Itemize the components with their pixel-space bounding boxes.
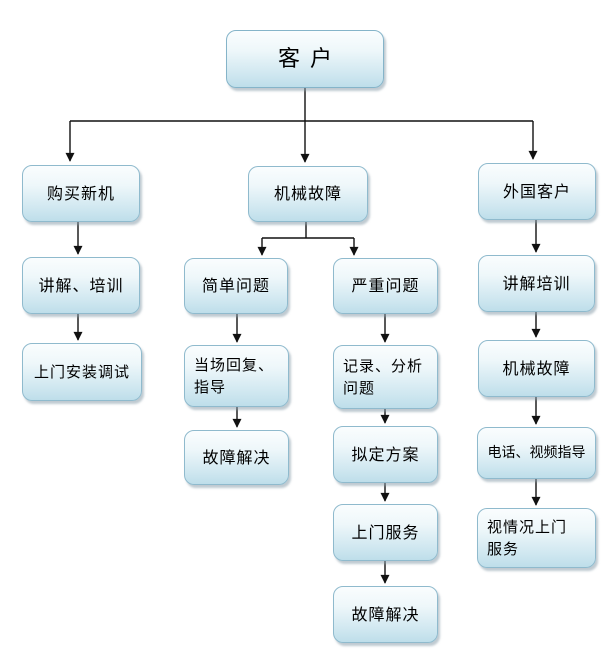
flow-node-onspot-reply-guidance: 当场回复、指导 (184, 345, 289, 407)
flow-node-serious-problem: 严重问题 (333, 258, 438, 314)
flow-node-mechanical-failure-2: 机械故障 (478, 340, 595, 397)
flow-node-onsite-as-needed: 视情况上门服务 (477, 508, 596, 568)
flow-node-phone-video-guidance: 电话、视频指导 (477, 427, 596, 479)
flow-node-fault-resolved-mid: 故障解决 (333, 586, 438, 643)
flow-node-fault-resolved-left: 故障解决 (184, 430, 289, 485)
flow-node-buy-new-machine: 购买新机 (22, 165, 140, 222)
flow-node-foreign-customer: 外国客户 (478, 163, 596, 220)
flow-node-explain-training: 讲解培训 (478, 255, 595, 312)
flow-node-onsite-install-debug: 上门安装调试 (22, 343, 142, 401)
flow-node-simple-problem: 简单问题 (184, 258, 288, 314)
flow-node-mechanical-failure: 机械故障 (248, 166, 368, 222)
flow-node-record-analyze-problem: 记录、分析问题 (333, 345, 438, 409)
flow-node-customer: 客户 (226, 30, 384, 88)
flow-node-explain-and-training: 讲解、培训 (22, 257, 140, 314)
flow-node-onsite-service: 上门服务 (333, 504, 438, 561)
flow-node-draft-plan: 拟定方案 (333, 426, 438, 483)
